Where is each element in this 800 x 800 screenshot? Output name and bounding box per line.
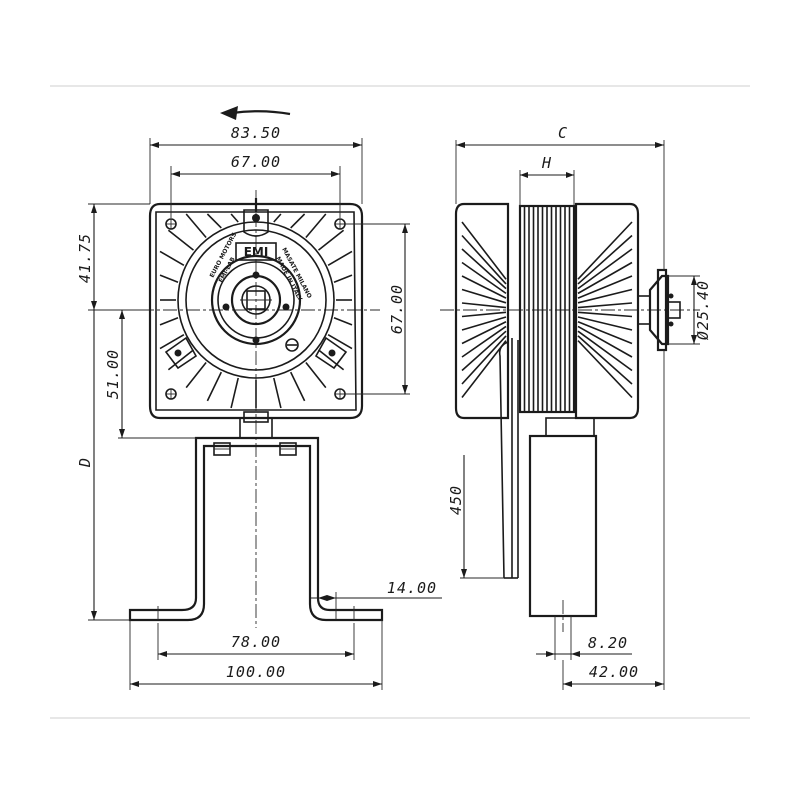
- side-rib-left: [461, 288, 507, 304]
- hub-screw-left: [222, 303, 230, 311]
- cooling-rib: [273, 377, 282, 409]
- side-ribs-left: [461, 221, 507, 398]
- cooling-rib: [185, 213, 207, 239]
- dim-42-00: 42.00: [589, 663, 639, 681]
- dim-diameter-25-40: Ø25.40: [694, 280, 712, 340]
- cooling-rib: [318, 349, 345, 371]
- side-lugs: [164, 336, 348, 370]
- cooling-rib: [159, 317, 179, 326]
- side-rib-left: [461, 302, 507, 309]
- rotation-arrow-icon: [220, 106, 291, 120]
- side-rib-right: [577, 311, 633, 318]
- cooling-rib: [333, 317, 353, 326]
- dim-83-50: 83.50: [231, 124, 281, 142]
- side-rib-right: [577, 325, 633, 358]
- side-rib-left: [461, 321, 507, 345]
- earth-terminal-icon: [285, 338, 299, 352]
- dim-D: D: [76, 457, 94, 468]
- cooling-rib: [327, 334, 353, 350]
- side-rib-left: [461, 275, 507, 299]
- hub-ring: [210, 254, 302, 346]
- side-rib-right: [577, 316, 633, 331]
- cooling-rib: [290, 213, 306, 229]
- top-lug: [243, 209, 269, 237]
- cooling-rib: [273, 213, 282, 223]
- mounting-bracket: [128, 436, 384, 624]
- side-rib-left: [461, 221, 507, 280]
- side-view: C H 450 Ø25.40 8.20 42.00: [440, 124, 712, 690]
- dim-78-00: 78.00: [231, 633, 281, 651]
- cooling-rib: [230, 213, 239, 223]
- side-rib-right: [577, 288, 633, 304]
- cooling-rib: [305, 362, 327, 389]
- side-rib-left: [461, 340, 507, 398]
- cooling-rib: [206, 213, 222, 229]
- side-rib-right: [577, 340, 633, 399]
- cooling-rib: [167, 349, 194, 371]
- side-rib-left: [461, 261, 507, 295]
- cooling-rib: [185, 362, 207, 389]
- side-rib-right: [577, 261, 633, 295]
- motor-housing-inner-edge: [155, 211, 357, 411]
- side-rib-left: [461, 311, 507, 318]
- side-rib-right: [577, 335, 633, 385]
- cooling-rib: [167, 229, 194, 251]
- stack-laminations: [523, 206, 571, 412]
- dim-67-00-vertical: 67.00: [388, 284, 406, 334]
- side-rib-right: [577, 248, 633, 290]
- cooling-rib: [289, 371, 306, 402]
- cooling-rib: [318, 229, 345, 251]
- lead-wires: [498, 338, 519, 579]
- cooling-rib: [305, 213, 327, 239]
- cooling-ribs: [159, 213, 353, 409]
- side-rib-left: [461, 325, 507, 358]
- front-view: EMI EURO MOTORS EMI-LAB MASATE MILANO MA…: [76, 124, 442, 690]
- dim-14-00: 14.00: [387, 579, 437, 597]
- cooling-rib: [206, 371, 223, 402]
- side-housing-right: [574, 202, 640, 420]
- hub-screw-top: [252, 271, 260, 279]
- dim-8-20: 8.20: [588, 634, 628, 652]
- dim-41-75: 41.75: [76, 233, 94, 283]
- side-rib-left: [461, 335, 507, 385]
- side-rib-left: [461, 316, 507, 331]
- side-rib-left: [461, 330, 507, 372]
- dim-51-00: 51.00: [104, 349, 122, 399]
- motor-housing-outline: [148, 202, 364, 420]
- side-rib-right: [577, 221, 633, 280]
- side-rib-left: [461, 248, 507, 290]
- cooling-rib: [159, 274, 179, 283]
- cooling-rib: [159, 334, 185, 350]
- capacitor-box: [528, 434, 598, 618]
- side-rib-right: [577, 330, 633, 372]
- side-rib-right: [577, 320, 633, 345]
- hub-screw-bottom: [252, 336, 260, 344]
- side-rib-right: [577, 275, 633, 299]
- dim-100-00: 100.00: [226, 663, 286, 681]
- label-ring-outer: [185, 229, 327, 371]
- dim-67-00-horizontal: 67.00: [231, 153, 281, 171]
- side-ribs-right: [577, 221, 633, 399]
- cooling-rib: [333, 274, 353, 283]
- side-housing-left: [454, 202, 510, 420]
- cooling-rib: [230, 377, 239, 409]
- side-rib-right: [577, 302, 633, 309]
- dim-450: 450: [447, 485, 465, 515]
- side-rib-left: [461, 234, 507, 285]
- side-rib-right: [577, 234, 633, 285]
- hub-screw-right: [282, 303, 290, 311]
- cooling-rib: [327, 250, 353, 266]
- dim-C: C: [558, 124, 568, 142]
- brand-label: EMI: [244, 245, 269, 259]
- cooling-rib: [159, 250, 185, 266]
- dim-H: H: [541, 154, 552, 172]
